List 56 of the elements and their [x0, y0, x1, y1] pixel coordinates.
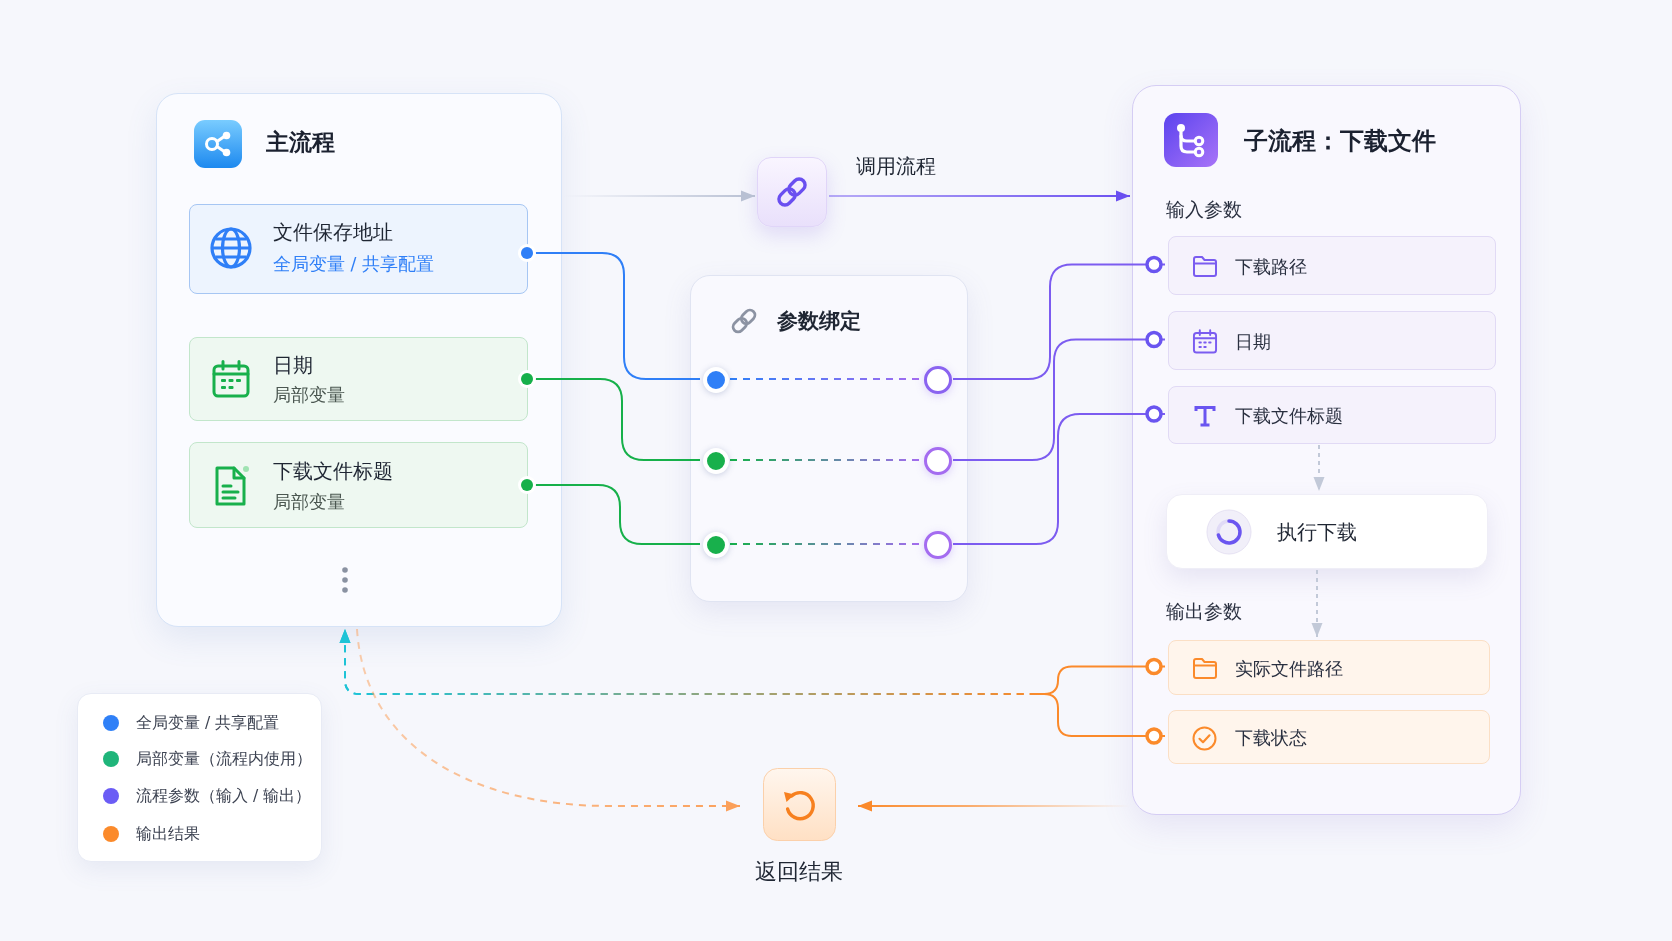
dot-icon: [703, 448, 729, 474]
output-card: [1168, 710, 1490, 764]
section-label: 输出参数: [1166, 599, 1242, 623]
connector-line: [729, 543, 922, 545]
card-label: 日期: [1235, 331, 1271, 352]
dot-icon: [703, 532, 729, 558]
connector-line: [729, 378, 922, 380]
card-subtitle: 全局变量 / 共享配置: [273, 253, 435, 275]
card-label: 下载路径: [1235, 256, 1307, 277]
variable-card: [189, 337, 528, 421]
section-label: 输入参数: [1166, 197, 1242, 221]
output-card: [1168, 640, 1490, 695]
legend-label: 全局变量 / 共享配置: [136, 713, 280, 733]
subflow-panel: [1132, 85, 1521, 815]
parameter-card: [1168, 236, 1496, 295]
arrow: [339, 628, 1166, 745]
flow-panel: [156, 93, 562, 627]
card-title: 日期: [273, 353, 313, 377]
parameter-card: [1168, 386, 1496, 444]
panel-title: 主流程: [266, 129, 335, 157]
legend-label: 局部变量（流程内使用）: [136, 749, 312, 769]
panel-title: 子流程：下载文件: [1244, 126, 1436, 156]
binding-panel: [690, 275, 968, 602]
panel-title: 参数绑定: [777, 309, 861, 335]
card-title: 文件保存地址: [273, 220, 393, 244]
connector-line: [952, 255, 1166, 380]
card-label: 下载状态: [1235, 727, 1307, 749]
connector-line: [729, 459, 922, 461]
arrow: [356, 628, 741, 812]
dot-icon: [703, 367, 729, 393]
card-title: 下载文件标题: [273, 459, 393, 483]
icon-tile: [757, 157, 827, 227]
parameter-card: [1168, 311, 1496, 370]
card-label: 实际文件路径: [1235, 658, 1343, 679]
ring-icon: [924, 366, 952, 394]
connector-line: [952, 330, 1166, 461]
card-label: 下载文件标题: [1235, 405, 1343, 427]
ring-icon: [924, 447, 952, 475]
edge-label: 调用流程: [853, 155, 939, 179]
connector-line: [952, 405, 1166, 545]
card-subtitle: 局部变量: [273, 384, 345, 406]
card-subtitle: 局部变量: [273, 491, 345, 513]
step-label: 执行下载: [1277, 520, 1357, 544]
connector-line: [518, 370, 701, 461]
legend-label: 输出结果: [136, 824, 200, 844]
connector-line: [518, 244, 701, 380]
step-card: [1166, 494, 1488, 569]
arrow: [1313, 444, 1325, 492]
legend-label: 流程参数（输入 / 输出）: [136, 786, 312, 806]
arrow: [828, 190, 1131, 202]
arrow: [1311, 569, 1323, 638]
ring-icon: [924, 531, 952, 559]
node-label: 返回结果: [755, 858, 843, 886]
variable-card: [189, 204, 528, 294]
variable-card: [189, 442, 528, 528]
connector-line: [518, 476, 701, 545]
